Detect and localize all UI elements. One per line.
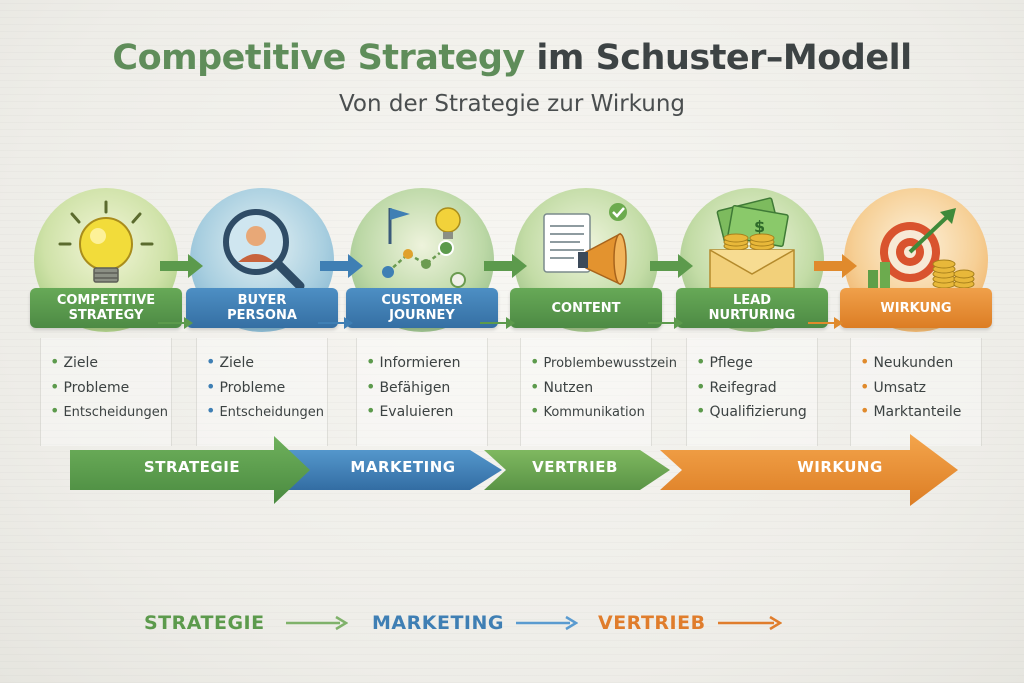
arrow-right-icon <box>516 615 578 631</box>
stage-bullets: •Ziele •Probleme •Entscheidungen <box>50 350 168 424</box>
stage-label-line1: Wirkung <box>880 300 952 316</box>
arrow-right-icon <box>286 615 348 631</box>
bullet-item: •Nutzen <box>530 376 594 396</box>
bullet-item: •Probleme <box>50 376 130 396</box>
title-part-schuster-modell: im Schuster–Modell <box>524 38 912 78</box>
connector-arrow-icon <box>814 254 857 278</box>
stage-label: LeadNurturing <box>676 288 828 328</box>
megaphone-document-icon <box>543 203 627 286</box>
connector-arrow-icon <box>650 254 693 278</box>
bullet-item: •Marktanteile <box>860 401 962 420</box>
bullet-item: •Kommunikation <box>530 401 645 420</box>
stage-buyer-persona: BuyerPersona •Ziele •Probleme •Entscheid… <box>186 188 338 478</box>
small-arrow-icon <box>808 317 843 329</box>
bullet-item: •Umsatz <box>860 376 927 396</box>
bottom-label-strategie: STRATEGIE <box>144 612 265 634</box>
bullet-item: •Befähigen <box>366 376 451 396</box>
bullet-item: •Evaluieren <box>366 401 454 420</box>
bullet-item: •Entscheidungen <box>50 401 168 420</box>
stage-wirkung: Wirkung •Neukunden •Umsatz •Marktanteile <box>840 188 992 478</box>
band-segment-vertrieb <box>484 450 670 490</box>
bottom-label-vertrieb: VERTRIEB <box>598 612 706 634</box>
stage-bullets: •Pflege •Reifegrad •Qualifizierung <box>696 350 807 424</box>
stage-label: CustomerJourney <box>346 288 498 328</box>
page-subtitle: Von der Strategie zur Wirkung <box>338 91 686 117</box>
bullet-item: •Ziele <box>50 352 99 371</box>
band-segment-wirkung <box>660 434 958 506</box>
stage-label-line2: Journey <box>389 308 455 323</box>
stage-lead-nurturing: $ LeadNurturing •Pflege •Reifegrad •Qual… <box>676 188 828 478</box>
stage-label: Wirkung <box>840 288 992 328</box>
band-segment-strategie <box>70 436 310 504</box>
band-segment-marketing <box>284 450 502 490</box>
band-label-marketing: Marketing <box>350 458 456 476</box>
stage-label: BuyerPersona <box>186 288 338 328</box>
magnifier-person-icon <box>223 209 305 291</box>
stage-panel <box>850 338 982 446</box>
stage-label-line2: Nurturing <box>708 308 796 323</box>
bullet-item: •Pflege <box>696 352 753 371</box>
stage-bullets: •Problembewusstzein •Nutzen •Kommunikati… <box>530 350 677 424</box>
band-label-wirkung: Wirkung <box>797 458 883 476</box>
bullet-item: •Informieren <box>366 352 461 371</box>
stage-customer-journey: CustomerJourney •Informieren •Befähigen … <box>346 188 498 478</box>
band-label-strategie: Strategie <box>143 458 241 476</box>
target-growth-icon <box>868 208 975 289</box>
stage-panel <box>196 338 328 446</box>
arrow-right-icon <box>718 615 782 631</box>
connector-arrow-icon <box>484 254 527 278</box>
stage-panel <box>686 338 818 446</box>
bullet-item: •Ziele <box>206 352 255 371</box>
stage-panel <box>40 338 172 446</box>
small-arrow-icon <box>158 317 193 329</box>
stage-content: Content •Problembewusstzein •Nutzen •Kom… <box>510 188 677 478</box>
stage-label-line1: Competitive <box>56 293 156 308</box>
stage-bullets: •Neukunden •Umsatz •Marktanteile <box>860 350 961 424</box>
stage-label-line1: Content <box>551 300 621 316</box>
small-arrow-icon <box>480 317 515 329</box>
stage-bullets: •Ziele •Probleme •Entscheidungen <box>206 350 324 424</box>
connector-arrow-icon <box>160 254 203 278</box>
bullet-item: •Problembewusstzein <box>530 352 678 371</box>
page-title: Competitive Strategy im Schuster–Modell <box>0 38 1024 78</box>
svg-text:$: $ <box>754 217 765 236</box>
title-part-competitive-strategy: Competitive Strategy <box>112 38 525 78</box>
lightbulb-icon <box>58 200 154 283</box>
money-envelope-icon: $ <box>709 197 795 289</box>
connector-arrow-icon <box>320 254 363 278</box>
band-label-vertrieb: Vertrieb <box>532 458 618 476</box>
bullet-item: •Entscheidungen <box>206 401 324 420</box>
stage-label-line2: Persona <box>227 308 297 323</box>
stage-bullets: •Informieren •Befähigen •Evaluieren <box>366 350 461 424</box>
stage-panel <box>520 338 652 446</box>
stage-panel <box>356 338 488 446</box>
bullet-item: •Neukunden <box>860 352 954 371</box>
bullet-item: •Probleme <box>206 376 286 396</box>
small-arrow-icon <box>648 317 683 329</box>
bullet-item: •Qualifizierung <box>696 401 807 420</box>
small-arrow-icon <box>318 317 353 329</box>
stage-label-line1: Buyer <box>237 293 287 308</box>
stage-label-line2: Strategy <box>68 308 144 323</box>
stage-label: Content <box>510 288 662 328</box>
bullet-item: •Reifegrad <box>696 376 777 396</box>
stage-label-line1: Customer <box>381 293 463 308</box>
bottom-label-marketing: MARKETING <box>372 612 504 634</box>
stage-label-line1: Lead <box>732 293 772 308</box>
process-band <box>70 434 958 506</box>
journey-path-icon <box>382 207 466 288</box>
